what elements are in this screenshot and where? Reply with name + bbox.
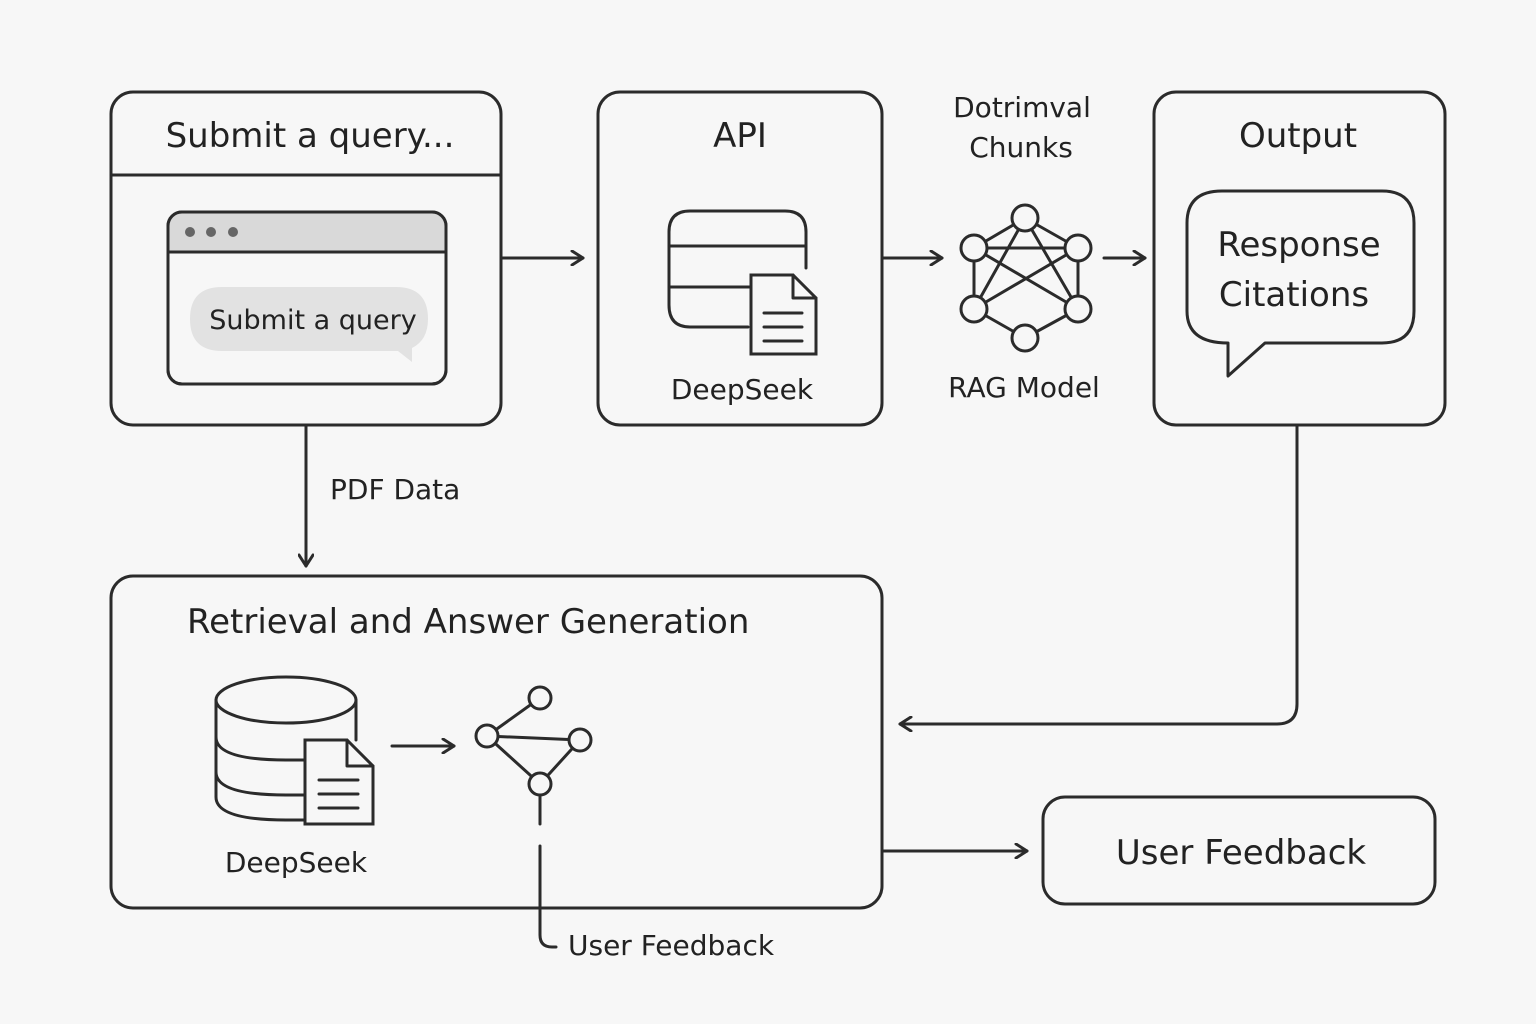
query-input-text: Submit a query	[209, 305, 416, 336]
retrieval-box-title: Retrieval and Answer Generation	[187, 602, 749, 642]
rag-model-label: RAG Model	[948, 371, 1100, 404]
feedback-connector-line	[538, 844, 558, 949]
query-input[interactable]: Submit a query	[190, 287, 428, 362]
speech-bubble-icon	[1185, 189, 1416, 378]
output-response-text: Response	[1217, 225, 1380, 265]
window-dot-icon	[206, 227, 216, 237]
query-box: Submit a query... Submit a query	[109, 90, 503, 427]
retrieval-feedback-label: User Feedback	[568, 929, 775, 962]
output-box-title: Output	[1239, 116, 1357, 156]
arrow-output-to-retrieval	[898, 424, 1299, 724]
pdf-data-label: PDF Data	[330, 473, 460, 506]
query-box-title: Submit a query...	[166, 116, 455, 156]
database-cylinder-icon	[214, 675, 375, 826]
output-citations-text: Citations	[1219, 275, 1369, 315]
window-dot-icon	[228, 227, 238, 237]
rag-top-label-line1: Dotrimval	[953, 91, 1091, 124]
rag-model: Dotrimval Chunks RAG Model	[948, 91, 1100, 404]
output-box: Output Response Citations	[1152, 90, 1447, 427]
network-graph-icon	[959, 203, 1093, 353]
database-document-icon	[667, 209, 818, 356]
api-box-title: API	[713, 116, 767, 156]
api-db-label: DeepSeek	[671, 373, 814, 406]
api-box: API DeepSeek	[596, 90, 884, 427]
retrieval-box: Retrieval and Answer Generation DeepSeek	[109, 574, 884, 910]
graph-nodes-icon	[474, 685, 593, 826]
rag-top-label-line2: Chunks	[969, 131, 1073, 164]
retrieval-db-label: DeepSeek	[225, 846, 368, 879]
user-feedback-title: User Feedback	[1116, 833, 1367, 873]
user-feedback-box: User Feedback	[1041, 795, 1437, 906]
window-dot-icon	[185, 227, 195, 237]
